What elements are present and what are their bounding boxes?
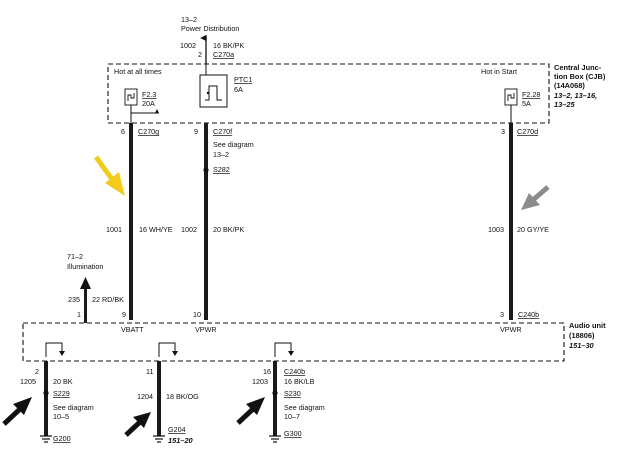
wire-1002 <box>204 123 208 320</box>
fuse1-rating: 20A <box>142 99 155 108</box>
g1-ground: G200 <box>53 434 71 443</box>
hot-all-label: Hot at all times <box>114 67 162 76</box>
top-wire: 16 BK/PK <box>213 41 244 50</box>
g2-ground: G204 <box>168 425 186 434</box>
up-arrow-icon <box>80 277 91 289</box>
audio-title-2: (18806) <box>569 331 595 340</box>
audio-pin-illum: 1 <box>77 310 81 319</box>
g1-splice: S229 <box>53 389 70 398</box>
ptc-rating: 6A <box>234 85 243 94</box>
chassis-ground-icon <box>45 342 292 357</box>
fuse2-rating: 5A <box>522 99 531 108</box>
vpwr2-label: VPWR <box>500 325 522 334</box>
cjb-refs-2: 13–25 <box>554 100 575 109</box>
g3-ground: G300 <box>284 429 302 438</box>
wire-1204 <box>157 361 161 436</box>
black-arrow-2 <box>124 412 151 437</box>
cjb-title-3: (14A068) <box>554 81 585 90</box>
top-label: Power Distribution <box>181 24 239 33</box>
ground-icon <box>153 435 165 443</box>
w2-circuit: 1002 <box>181 225 197 234</box>
cjb-title-2: tion Box (CJB) <box>554 72 606 81</box>
g2-ref: 151–20 <box>168 436 194 445</box>
audio-pin-vpwr1: 10 <box>193 310 201 319</box>
w2-pin: 9 <box>194 127 198 136</box>
top-connector: C270a <box>213 50 234 59</box>
wire-235 <box>84 286 87 323</box>
black-arrow-3 <box>236 397 265 425</box>
fuse2-name: F2.28 <box>522 90 540 99</box>
audio-pin-vpwr2: 3 <box>500 310 504 319</box>
w2-note-2: 13–2 <box>213 150 229 159</box>
illum-wire: 22 RD/BK <box>92 295 124 304</box>
g2-circuit: 1204 <box>137 392 153 401</box>
audio-unit-box <box>22 322 565 362</box>
fuse-icon <box>124 88 138 106</box>
w1-connector: C270g <box>138 127 159 136</box>
vbatt-label: VBATT <box>121 325 144 334</box>
audio-pin-vbatt: 9 <box>122 310 126 319</box>
ground-icon <box>269 435 281 443</box>
g1-circuit: 1205 <box>20 377 36 386</box>
w1-pin: 6 <box>121 127 125 136</box>
wire-1001 <box>129 123 133 320</box>
vpwr1-label: VPWR <box>195 325 217 334</box>
g1-wire: 20 BK <box>53 377 73 386</box>
cjb-refs-1: 13–2, 13–16, <box>554 91 597 100</box>
yellow-arrow <box>93 155 125 196</box>
ground-icon <box>40 435 52 443</box>
w2-note-1: See diagram <box>213 140 254 149</box>
wire-1003 <box>509 123 513 320</box>
g3-pin: 16 <box>263 367 271 376</box>
g1-note-1: See diagram <box>53 403 94 412</box>
g1-pin: 2 <box>35 367 39 376</box>
w1-wire: 16 WH/YE <box>139 225 173 234</box>
black-arrow-1 <box>2 397 32 426</box>
w1-circuit: 1001 <box>106 225 122 234</box>
hot-start-label: Hot in Start <box>481 67 517 76</box>
w2-connector: C270f <box>213 127 232 136</box>
w3-circuit: 1003 <box>488 225 504 234</box>
illum-label: Illumination <box>67 262 103 271</box>
top-circuit: 1002 <box>180 41 196 50</box>
gray-arrow <box>521 185 550 210</box>
audio-ref: 151–30 <box>569 341 595 350</box>
g3-circuit: 1203 <box>252 377 268 386</box>
g3-connector: C240b <box>284 367 305 376</box>
g3-wire: 16 BK/LB <box>284 377 315 386</box>
g3-note-2: 10–7 <box>284 412 300 421</box>
g3-splice: S230 <box>284 389 301 398</box>
wire-1205 <box>44 361 48 436</box>
g1-note-2: 10–5 <box>53 412 69 421</box>
w3-wire: 20 GY/YE <box>517 225 549 234</box>
w3-connector: C270d <box>517 127 538 136</box>
cjb-box <box>107 63 550 124</box>
w3-pin: 3 <box>501 127 505 136</box>
fuse-icon <box>504 88 518 106</box>
g2-wire: 18 BK/OG <box>166 392 199 401</box>
g2-pin: 11 <box>146 367 153 376</box>
wire-1203 <box>273 361 277 436</box>
fuse1-name: F2.3 <box>142 90 156 99</box>
w2-wire: 20 BK/PK <box>213 225 244 234</box>
top-ref: 13–2 <box>181 15 197 24</box>
ptc-name: PTC1 <box>234 75 252 84</box>
w2-splice: S282 <box>213 165 230 174</box>
g3-note-1: See diagram <box>284 403 325 412</box>
cjb-title-1: Central Junc- <box>554 63 602 72</box>
illum-ref: 71–2 <box>67 252 83 261</box>
ptc-icon <box>199 74 228 108</box>
audio-connector-top: C240b <box>518 310 539 319</box>
top-pin: 2 <box>198 50 202 59</box>
illum-circuit: 235 <box>68 295 80 304</box>
audio-title-1: Audio unit <box>569 321 606 330</box>
